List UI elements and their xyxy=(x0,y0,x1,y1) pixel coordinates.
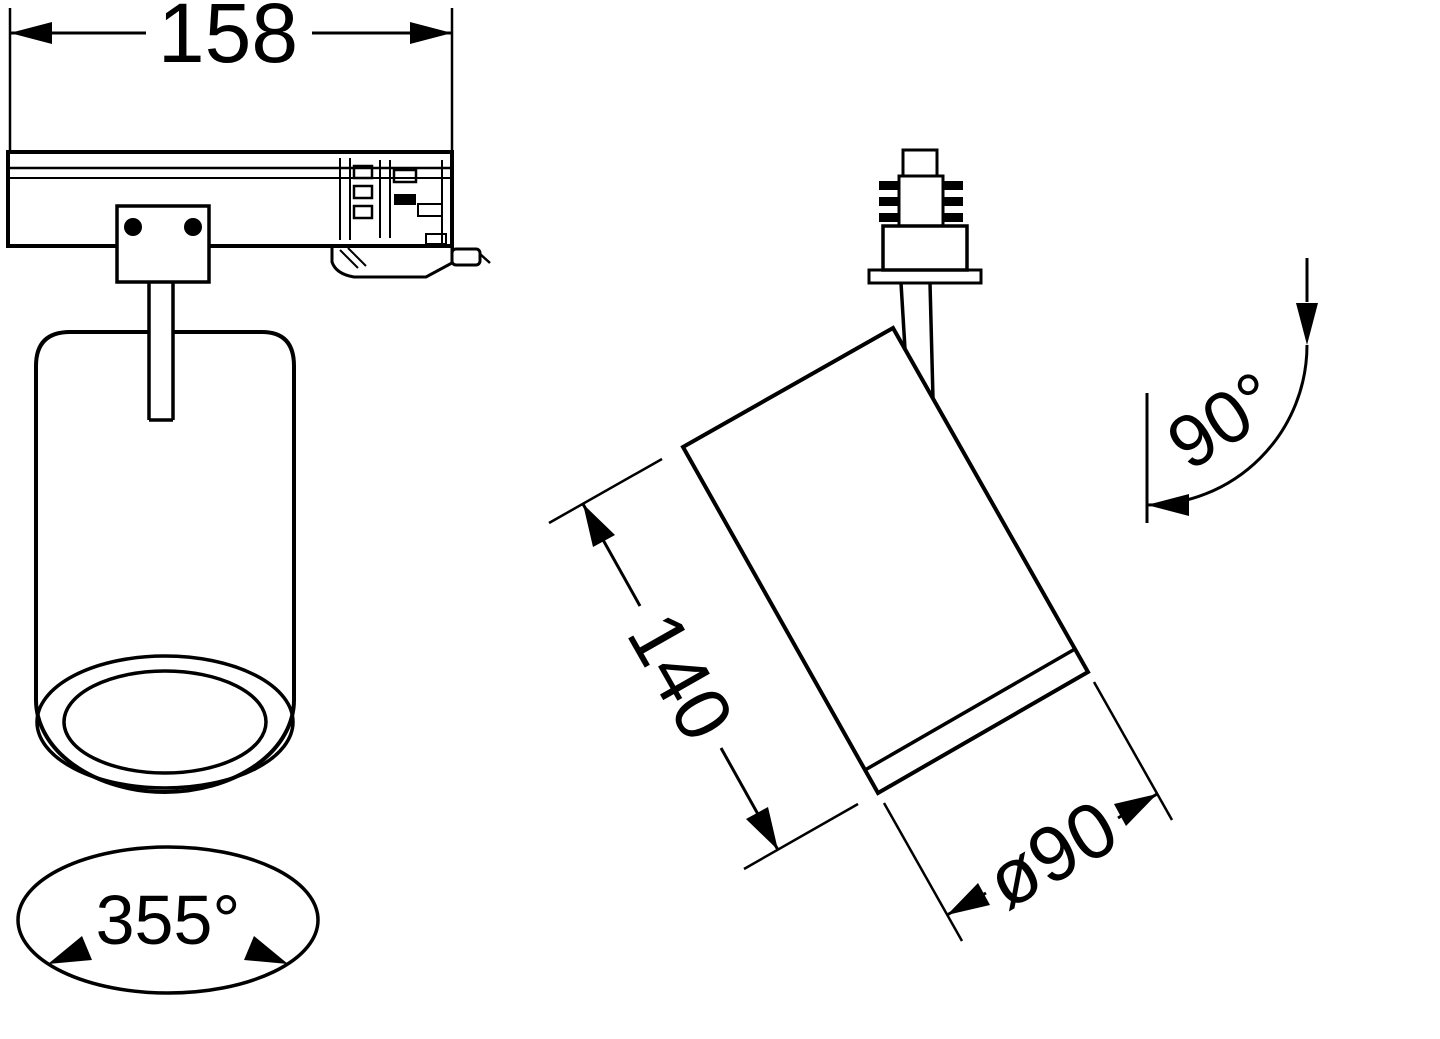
bracket-screw-left xyxy=(124,218,142,236)
stem-line-right xyxy=(928,282,935,400)
dim-length-arrow-top xyxy=(583,504,615,547)
dim-diameter-extension-left xyxy=(882,802,964,942)
latch-knob-tip xyxy=(479,253,491,264)
dim-length-arrow-bottom xyxy=(746,807,778,850)
rotation-ellipse xyxy=(16,845,320,995)
spotlight-body-tilted xyxy=(680,325,1091,796)
spotlight-body-side xyxy=(34,330,296,794)
contact-block xyxy=(417,203,443,217)
contact-block xyxy=(392,168,418,184)
latch-outline xyxy=(330,246,454,279)
dim-width-arrow-right xyxy=(410,22,452,44)
mounting-bracket xyxy=(115,204,211,284)
latch-pivot xyxy=(425,233,447,245)
adapter-contact-tooth xyxy=(879,181,899,190)
cylinder-outline xyxy=(34,330,296,794)
bracket-plate xyxy=(115,204,211,284)
latch-spring-line xyxy=(339,249,359,269)
track-adapter-contacts xyxy=(339,158,443,244)
adapter-contacts xyxy=(879,181,963,222)
rotation-angle-label: 355° xyxy=(96,881,241,959)
adapter-flange xyxy=(867,268,983,285)
dim-diameter-arrow-right xyxy=(1114,794,1157,826)
stem-side xyxy=(147,282,175,422)
lens-rim-inner xyxy=(62,669,268,775)
dim-diameter-label: ø90 xyxy=(971,782,1131,925)
dimension-track-width: 158 xyxy=(8,0,454,150)
rotation-indicator: 355° xyxy=(16,845,320,995)
dim-length-extension-bottom xyxy=(743,802,859,871)
latch-spring-line xyxy=(347,247,367,267)
track-adapter-side xyxy=(6,150,491,279)
rotation-arrow-left xyxy=(48,936,92,964)
tilt-arrow-left xyxy=(1147,494,1189,516)
left-view: 158 xyxy=(6,0,491,995)
contact-tooth xyxy=(352,204,374,220)
dimension-tilt-angle: 90° xyxy=(1145,258,1318,523)
stem-line-left xyxy=(899,282,907,350)
latch-knob xyxy=(450,247,482,267)
lens-rim-outer xyxy=(35,654,295,790)
contact-tooth xyxy=(352,164,374,180)
adapter-tab xyxy=(901,148,939,178)
track-adapter-latch xyxy=(330,233,491,279)
adapter-contact-tooth xyxy=(943,213,963,222)
adapter-contact-tooth xyxy=(943,181,963,190)
dim-diameter-arrow-left xyxy=(947,883,990,915)
tilted-cylinder-outline xyxy=(680,325,1091,796)
tilt-angle-label: 90° xyxy=(1153,355,1292,486)
dim-diameter-extension-right xyxy=(1092,681,1174,821)
dim-width-label: 158 xyxy=(158,0,298,80)
adapter-contact-tooth xyxy=(879,213,899,222)
track-adapter-top xyxy=(867,148,983,400)
dim-length-label: 140 xyxy=(610,598,751,755)
lens-rim-line xyxy=(864,647,1076,772)
track-adapter-housing xyxy=(6,150,454,248)
adapter-contact-tooth xyxy=(879,197,899,206)
bracket-screw-right xyxy=(184,218,202,236)
contact-block-solid xyxy=(394,194,416,205)
rotation-arrow-right xyxy=(244,936,288,964)
tilt-arrow-top xyxy=(1296,303,1318,345)
dim-width-arrow-left xyxy=(10,22,52,44)
adapter-contact-tooth xyxy=(943,197,963,206)
adapter-column xyxy=(897,174,945,228)
right-view: 90° xyxy=(548,148,1318,942)
dim-length-extension-top xyxy=(548,457,663,525)
adapter-body xyxy=(881,224,969,272)
contact-tooth xyxy=(352,184,374,200)
